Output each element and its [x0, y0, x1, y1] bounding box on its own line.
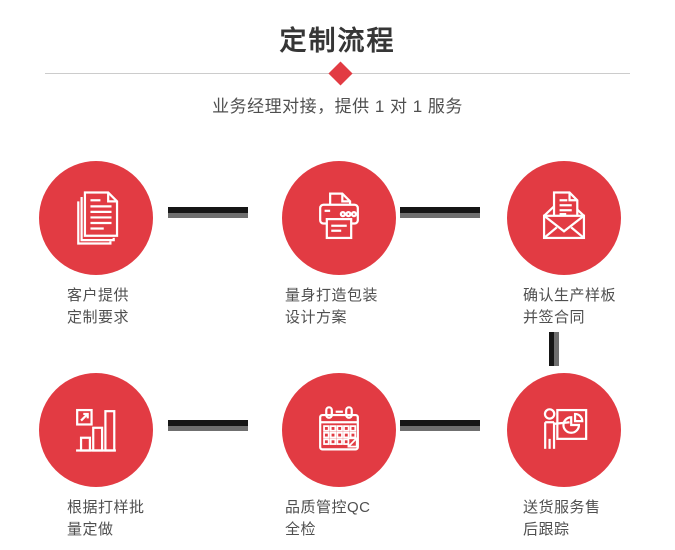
step-label-line: 定制要求 [67, 309, 130, 326]
diamond-icon [327, 61, 353, 86]
connector-horizontal-3 [168, 420, 248, 431]
calendar-icon [319, 406, 359, 451]
step-label-line: 确认生产样板 [523, 287, 617, 304]
step-label-1: 客户提供 定制要求 [67, 285, 129, 329]
step-label-2: 量身打造包装 设计方案 [285, 285, 378, 329]
step-label-line: 并签合同 [523, 309, 586, 326]
step-label-line: 客户提供 [67, 287, 130, 304]
step-circle-4 [39, 373, 153, 487]
step-circle-3 [507, 161, 621, 275]
step-label-3: 确认生产样板 并签合同 [523, 285, 616, 329]
step-circle-5 [282, 373, 396, 487]
envelope-icon [542, 191, 586, 240]
step-label-line: 根据打样批 [67, 499, 145, 516]
presentation-icon [543, 408, 588, 449]
connector-vertical [549, 332, 559, 366]
documents-icon [77, 191, 119, 245]
step-label-6: 送货服务售 后跟踪 [523, 497, 601, 541]
step-label-5: 品质管控QC 全检 [285, 497, 371, 541]
page-subtitle: 业务经理对接，提供 1 对 1 服务 [212, 97, 463, 116]
printer-icon [319, 192, 359, 240]
step-label-line: 全检 [285, 521, 317, 538]
step-label-line: 后跟踪 [523, 521, 570, 538]
bar-chart-icon [76, 408, 116, 452]
step-label-4: 根据打样批 量定做 [67, 497, 145, 541]
page-title: 定制流程 [279, 26, 396, 56]
connector-horizontal-1 [168, 207, 248, 218]
connector-horizontal-4 [400, 420, 480, 431]
step-label-line: 设计方案 [285, 309, 348, 326]
step-label-line: 量定做 [67, 521, 114, 538]
step-circle-2 [282, 161, 396, 275]
step-label-line: 送货服务售 [523, 499, 601, 516]
step-circle-1 [39, 161, 153, 275]
step-label-line: 量身打造包装 [285, 287, 379, 304]
step-label-line: 品质管控QC [285, 499, 371, 516]
connector-horizontal-2 [400, 207, 480, 218]
step-circle-6 [507, 373, 621, 487]
